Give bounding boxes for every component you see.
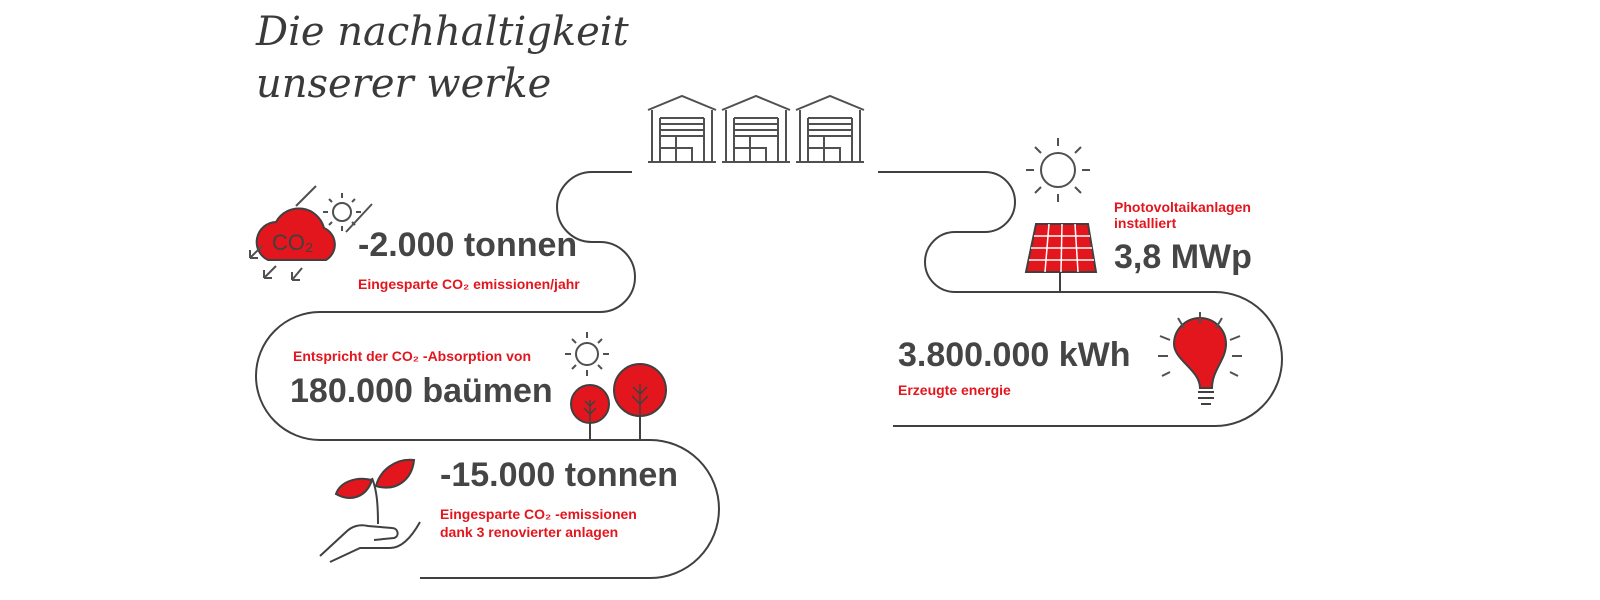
stat-label-co2-annual: Eingesparte CO₂ emissionen/jahr — [358, 276, 580, 292]
warehouse-icon — [647, 94, 865, 163]
sun-icon — [1026, 138, 1090, 202]
stat-value-energy: 3.800.000 kWh — [898, 336, 1131, 374]
tree-icon — [570, 384, 610, 440]
stat-value-photovoltaic: 3,8 MWp — [1114, 238, 1252, 276]
page-title: Die nachhaltigkeit unserer werke — [256, 9, 629, 107]
tree-icon — [613, 363, 667, 440]
stat-label-renovated-2: dank 3 renovierter anlagen — [440, 524, 619, 540]
co2-cloud-icon: CO₂ — [249, 185, 373, 281]
solar-panel-icon — [1024, 223, 1098, 293]
stat-value-renovated: -15.000 tonnen — [440, 456, 679, 494]
stat-label-energy: Erzeugte energie — [898, 382, 1011, 398]
sun-icon — [323, 193, 361, 231]
svg-text:CO₂: CO₂ — [272, 230, 314, 255]
stat-label-trees: Entspricht der CO₂ -Absorption von — [293, 348, 531, 364]
light-bulb-icon — [1158, 312, 1242, 405]
plant-in-hand-icon — [319, 458, 421, 563]
path-line-right — [878, 171, 1283, 427]
stat-value-co2-annual: -2.000 tonnen — [358, 226, 578, 264]
stat-label-photovoltaic-1: Photovoltaikanlagen — [1114, 199, 1251, 215]
sun-icon — [565, 332, 609, 376]
stat-label-photovoltaic-2: installiert — [1114, 215, 1177, 231]
path-line-left — [255, 171, 720, 579]
stat-label-renovated-1: Eingesparte CO₂ -emissionen — [440, 506, 637, 522]
stat-value-trees: 180.000 baümen — [290, 372, 553, 410]
